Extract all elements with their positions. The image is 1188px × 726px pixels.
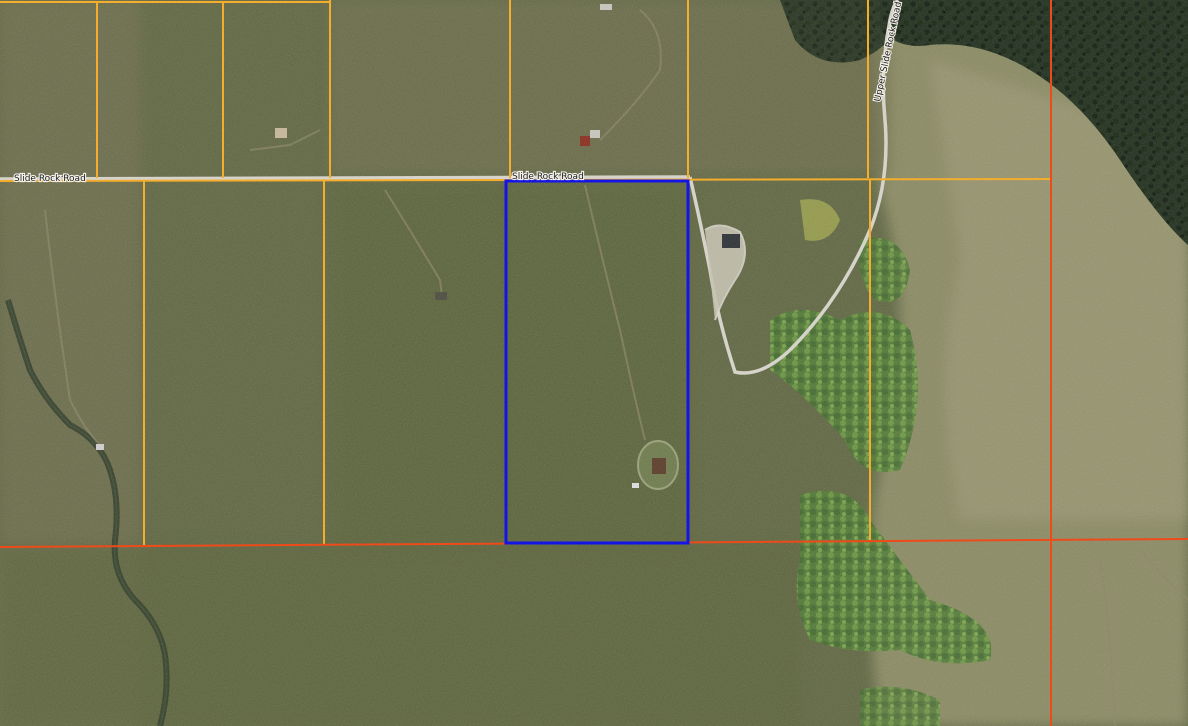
road-label-center: Slide Rock Road bbox=[512, 172, 584, 182]
selected-parcel[interactable] bbox=[504, 179, 690, 545]
road-label-west: Slide Rock Road bbox=[14, 174, 86, 184]
